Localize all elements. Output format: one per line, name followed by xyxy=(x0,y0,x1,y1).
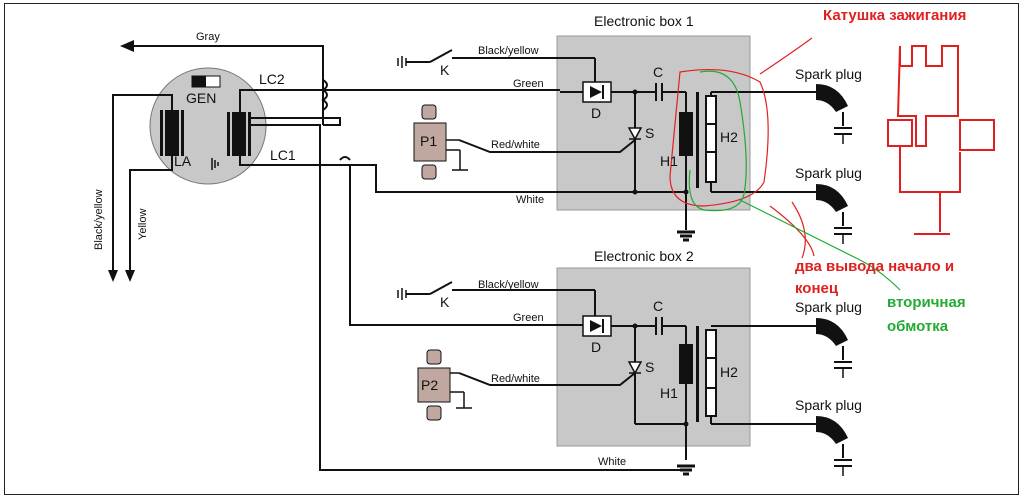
box2-white-label: White xyxy=(598,456,626,468)
box2-spark-plug-top-label: Spark plug xyxy=(795,299,862,315)
la-label: LA xyxy=(174,153,192,169)
generator xyxy=(149,67,267,185)
box2-c-label: C xyxy=(653,298,663,314)
ignition-coil-annotation: Катушка зажигания xyxy=(823,7,966,24)
gen-label: GEN xyxy=(186,90,216,106)
box2-d-label: D xyxy=(591,339,601,355)
secondary-winding-annotation-line1: вторичная xyxy=(887,294,966,311)
box1-h1-label: H1 xyxy=(660,153,678,169)
diagram-frame xyxy=(4,3,1019,495)
secondary-winding-annotation-line2: обмотка xyxy=(887,318,949,335)
box2-h2-label: H2 xyxy=(720,364,738,380)
box1-white-label: White xyxy=(516,194,544,206)
green-annotation-drawings xyxy=(688,70,901,291)
box1-k-label: K xyxy=(440,62,450,78)
two-leads-annotation-line2: конец xyxy=(795,280,839,297)
lc2-label: LC2 xyxy=(259,71,285,87)
lc1-label: LC1 xyxy=(270,147,296,163)
black-yellow-left-label: Black/yellow xyxy=(93,189,105,250)
lc-coil xyxy=(232,112,246,156)
box1-s-label: S xyxy=(645,125,654,141)
electronic-box-1 xyxy=(556,35,751,211)
box2-s-label: S xyxy=(645,359,654,375)
box2-black-yellow-label: Black/yellow xyxy=(478,279,539,291)
box1-spark-plug-top-label: Spark plug xyxy=(795,66,862,82)
box1-circuit xyxy=(397,49,816,242)
electronic-box-2 xyxy=(556,267,751,447)
box2-spark-plug-bottom-label: Spark plug xyxy=(795,397,862,413)
box2-green-label: Green xyxy=(513,312,544,324)
box1-green-label: Green xyxy=(513,78,544,90)
box1-h2-label: H2 xyxy=(720,129,738,145)
p2-label: P2 xyxy=(421,377,438,393)
box1-red-white-label: Red/white xyxy=(491,139,540,151)
pickup-p2 xyxy=(417,349,472,421)
box2-spark-plugs xyxy=(816,318,852,476)
red-annotation-drawings xyxy=(669,37,995,259)
pickup-p1 xyxy=(413,104,468,180)
box2-red-white-label: Red/white xyxy=(491,373,540,385)
generator-wires xyxy=(108,40,585,471)
gray-wire-label: Gray xyxy=(196,31,220,43)
box2-k-label: K xyxy=(440,294,450,310)
box2-circuit xyxy=(397,281,816,476)
yellow-left-label: Yellow xyxy=(137,209,149,240)
two-leads-annotation-line1: два вывода начало и xyxy=(795,258,954,275)
box1-spark-plug-bottom-label: Spark plug xyxy=(795,165,862,181)
box1-spark-plugs xyxy=(816,84,852,244)
box1-black-yellow-label: Black/yellow xyxy=(478,45,539,57)
box1-title: Electronic box 1 xyxy=(594,13,694,29)
p1-label: P1 xyxy=(420,133,437,149)
box2-h1-label: H1 xyxy=(660,385,678,401)
box1-d-label: D xyxy=(591,105,601,121)
la-coil xyxy=(165,110,179,156)
box2-title: Electronic box 2 xyxy=(594,248,694,264)
box1-c-label: C xyxy=(653,64,663,80)
